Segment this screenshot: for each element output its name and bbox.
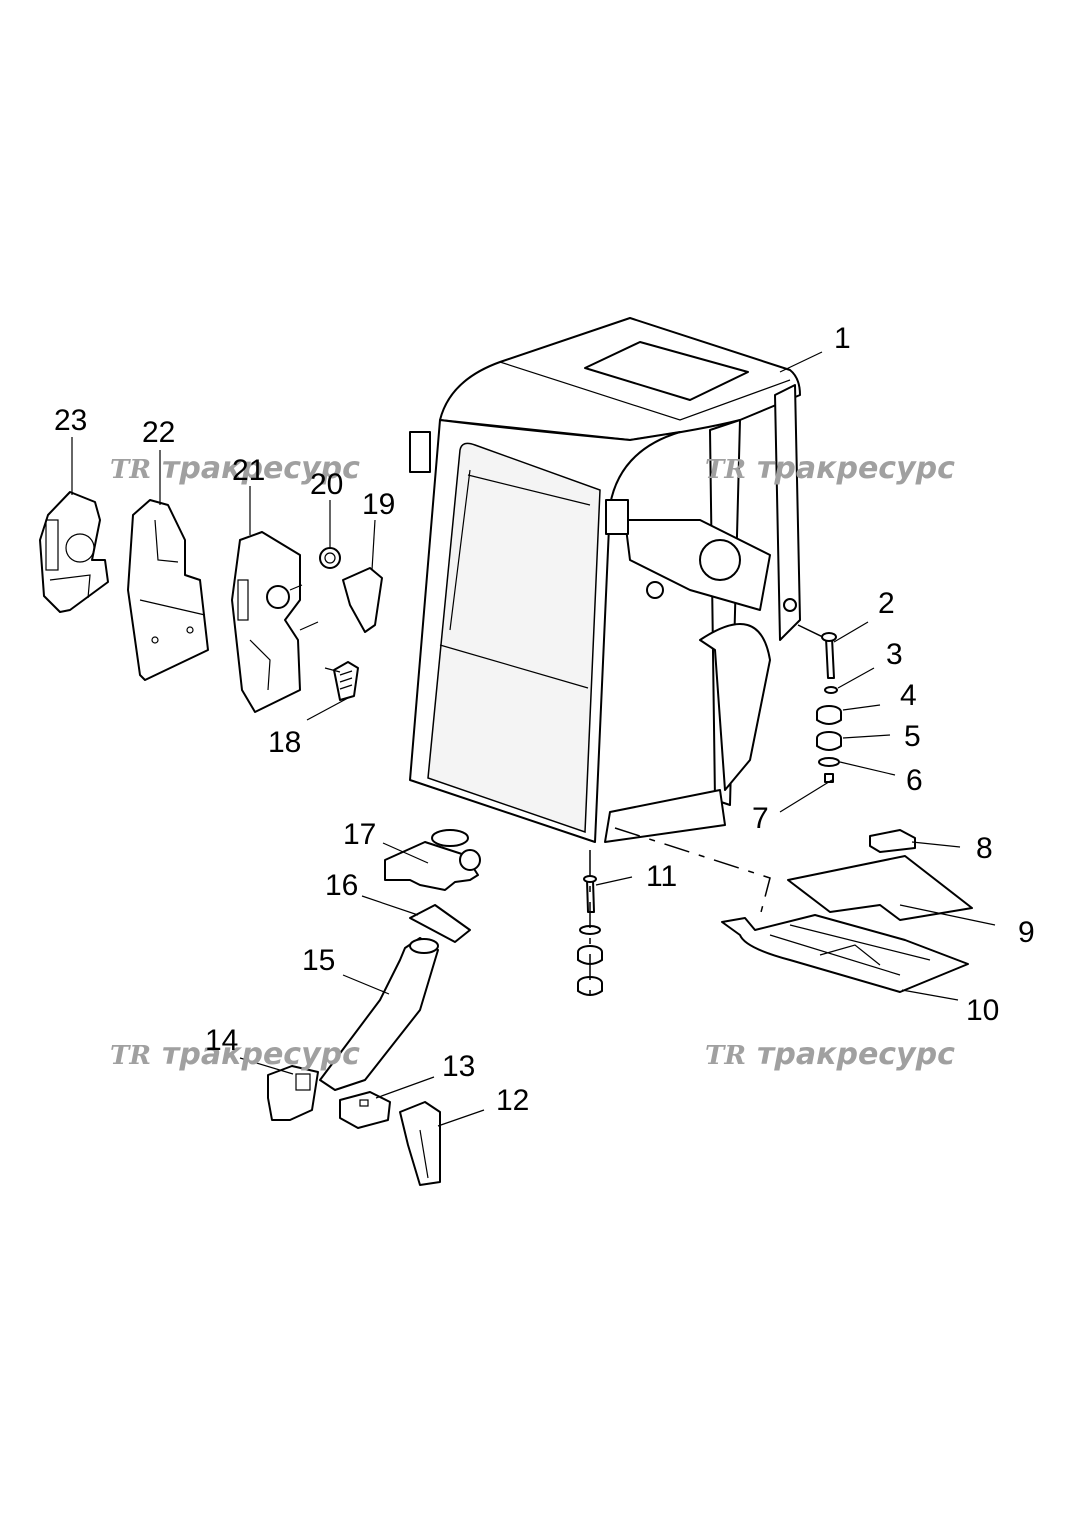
vent-12 — [399, 1101, 441, 1186]
callout-22: 22 — [142, 416, 175, 449]
callout-14: 14 — [205, 1024, 238, 1057]
watermark-logo: TR — [110, 1041, 151, 1071]
mount-hardware-right — [816, 632, 842, 783]
watermark-top-right: TR тракресурс — [705, 451, 955, 486]
watermark-bottom-left: TR тракресурс — [110, 1037, 360, 1072]
vent-14 — [267, 1065, 319, 1121]
callout-5: 5 — [904, 720, 921, 753]
housing-17 — [384, 829, 481, 891]
watermark-text: тракресурс — [162, 451, 360, 486]
watermark-logo: TR — [705, 455, 746, 485]
panel-21 — [231, 531, 301, 713]
centerline-right-mount — [797, 624, 830, 641]
callout-6: 6 — [906, 764, 923, 797]
watermark-top-left: TR тракресурс — [110, 451, 360, 486]
watermark-text: тракресурс — [757, 1037, 955, 1072]
callout-16: 16 — [325, 869, 358, 902]
callout-21: 21 — [232, 454, 265, 487]
duct-15 — [319, 937, 439, 1091]
cab-assembly — [409, 317, 801, 843]
watermark-text: тракресурс — [757, 451, 955, 486]
floor-parts — [721, 829, 973, 993]
callout-2: 2 — [878, 587, 895, 620]
vent-18 — [333, 661, 359, 701]
callout-3: 3 — [886, 638, 903, 671]
callout-8: 8 — [976, 832, 993, 865]
callout-numbers: 1 2 3 4 5 6 7 8 9 10 11 12 13 14 15 16 1… — [54, 322, 1035, 1117]
callout-9: 9 — [1018, 916, 1035, 949]
callout-4: 4 — [900, 679, 917, 712]
callout-1: 1 — [834, 322, 851, 355]
callout-20: 20 — [310, 468, 343, 501]
ring-20 — [319, 547, 341, 569]
watermark-logo: TR — [705, 1041, 746, 1071]
panel-23 — [39, 491, 109, 613]
callout-10: 10 — [966, 994, 999, 1027]
centerline-cab-floor — [614, 827, 771, 917]
callout-11: 11 — [646, 860, 677, 893]
panel-22 — [127, 499, 209, 681]
duct-19 — [342, 567, 383, 633]
callout-12: 12 — [496, 1084, 529, 1117]
plate-16 — [409, 904, 471, 943]
callout-15: 15 — [302, 944, 335, 977]
vent-13 — [339, 1091, 391, 1129]
watermark-text: тракресурс — [162, 1037, 360, 1072]
callout-18: 18 — [268, 726, 301, 759]
leader-lines — [71, 351, 996, 1127]
callout-17: 17 — [343, 818, 376, 851]
callout-13: 13 — [442, 1050, 475, 1083]
callout-19: 19 — [362, 488, 395, 521]
watermark-logo: TR — [110, 455, 151, 485]
watermark-bottom-right: TR тракресурс — [705, 1037, 955, 1072]
callout-23: 23 — [54, 404, 87, 437]
callout-7: 7 — [752, 802, 769, 835]
